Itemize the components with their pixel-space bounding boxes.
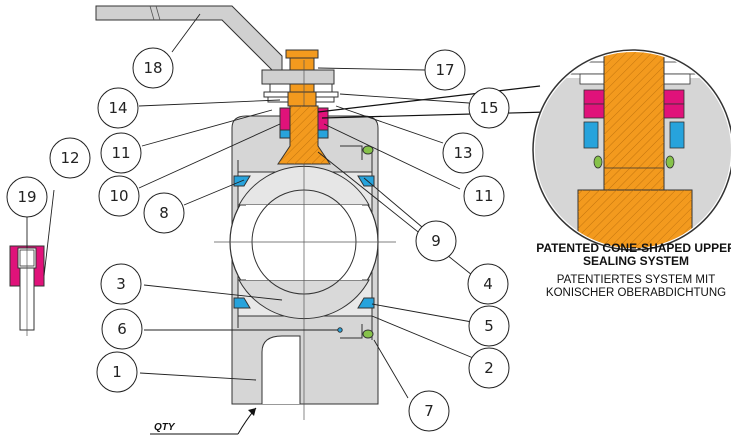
svg-text:2: 2 (484, 359, 494, 377)
callout-12: 11 (100, 132, 142, 174)
svg-text:11: 11 (474, 187, 493, 205)
callout-6: 6 (101, 308, 143, 350)
stem-stack (263, 83, 339, 107)
caption-line4: KONISCHER OBERABDICHTUNG (546, 287, 726, 299)
packing (279, 107, 329, 139)
zoom-detail (317, 49, 731, 251)
caption-line3: PATENTIERTES SYSTEM MIT (557, 274, 715, 286)
svg-text:12: 12 (60, 149, 79, 167)
callout-11: 11 (463, 175, 505, 217)
svg-text:17: 17 (435, 61, 454, 79)
svg-text:15: 15 (479, 99, 498, 117)
svg-text:11: 11 (111, 144, 130, 162)
svg-text:6: 6 (117, 320, 127, 338)
leader-lines (26, 13, 479, 399)
svg-text:9: 9 (431, 232, 441, 250)
callout-13: 13 (442, 132, 484, 174)
flow-label: QTY (154, 422, 176, 433)
stem (277, 105, 331, 165)
callout-8: 8 (143, 192, 185, 234)
svg-text:18: 18 (143, 59, 162, 77)
callout-5: 5 (468, 305, 510, 347)
caption-line1: PATENTED CONE-SHAPED UPPER (536, 241, 731, 255)
svg-text:10: 10 (109, 187, 128, 205)
callout-2: 2 (468, 347, 510, 389)
svg-text:3: 3 (116, 275, 126, 293)
orings (337, 145, 374, 339)
ball (214, 60, 396, 420)
svg-text:13: 13 (453, 144, 472, 162)
callout-10: 10 (98, 175, 140, 217)
callout-1: 1 (96, 351, 138, 393)
stem-nut (285, 49, 319, 71)
callout-17: 17 (424, 49, 466, 91)
svg-text:1: 1 (112, 363, 122, 381)
svg-text:5: 5 (484, 317, 494, 335)
svg-text:7: 7 (424, 402, 434, 420)
callout-7: 7 (408, 390, 450, 432)
svg-text:19: 19 (17, 188, 36, 206)
callout-14: 14 (97, 87, 139, 129)
bolt-part (9, 240, 45, 336)
callout-4: 4 (467, 263, 509, 305)
caption-line2: SEALING SYSTEM (583, 254, 689, 268)
callout-15: 15 (468, 87, 510, 129)
callouts: 18 17 14 15 11 13 10 11 8 9 4 3 5 6 2 1 … (6, 47, 510, 432)
callout-12b: 12 (49, 137, 91, 179)
svg-text:8: 8 (159, 204, 169, 222)
zoom-caption: PATENTED CONE-SHAPED UPPER SEALING SYSTE… (536, 241, 731, 299)
flow-arrow: QTY (150, 407, 257, 435)
svg-text:14: 14 (108, 99, 127, 117)
callout-3: 3 (100, 263, 142, 305)
svg-text:4: 4 (483, 275, 493, 293)
callout-9: 9 (415, 220, 457, 262)
callout-19: 19 (6, 176, 48, 218)
callout-18: 18 (132, 47, 174, 89)
handle-lever (95, 5, 335, 85)
